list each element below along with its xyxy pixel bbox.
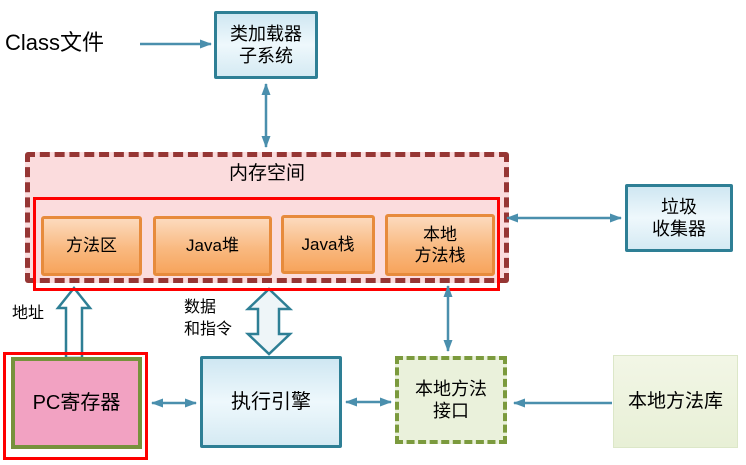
execution-engine-box: 执行引擎 <box>200 356 342 448</box>
method-area-box: 方法区 <box>41 216 142 276</box>
garbage-collector-box: 垃圾 收集器 <box>625 184 733 252</box>
runtime-data-area-frame <box>33 197 500 291</box>
memory-space-title: 内存空间 <box>228 163 305 184</box>
pc-register-box: PC寄存器 <box>11 357 142 449</box>
data-instructions-block-arrow-double <box>244 287 294 356</box>
native-method-interface-box: 本地方法 接口 <box>395 356 507 444</box>
address-edge-label: 地址 <box>12 305 45 322</box>
class-loader-subsystem-box: 类加载器 子系统 <box>214 11 318 79</box>
data-instructions-edge-label: 数据 和指令 <box>184 299 233 339</box>
address-block-arrow-up <box>55 285 93 360</box>
class-file-label: Class文件 <box>5 30 105 55</box>
java-heap-box: Java堆 <box>153 216 272 276</box>
native-method-library-box: 本地方法库 <box>613 355 738 448</box>
pc-register-outer-frame <box>3 352 148 460</box>
java-stack-box: Java栈 <box>281 215 375 274</box>
native-method-stack-box: 本地 方法栈 <box>385 214 495 276</box>
